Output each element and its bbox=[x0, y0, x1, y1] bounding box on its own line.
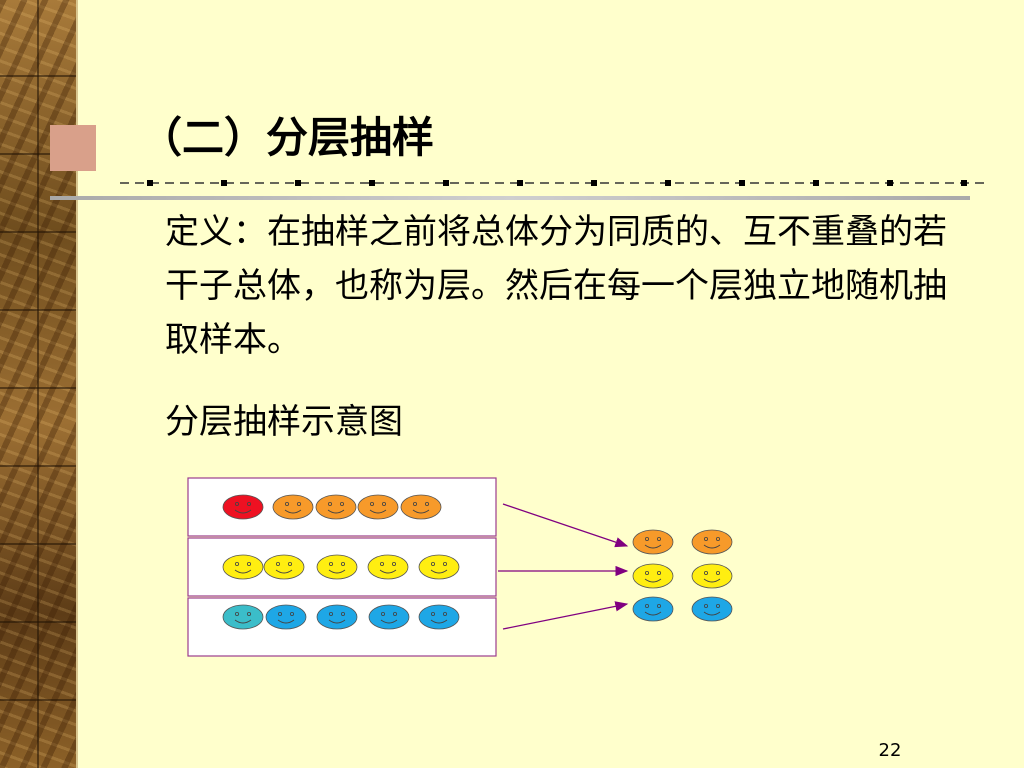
smiley-face-icon bbox=[357, 494, 399, 520]
divider-dot bbox=[295, 180, 301, 186]
title-bullet-square bbox=[50, 125, 96, 171]
strip-grid-line bbox=[37, 0, 39, 768]
divider-dot bbox=[221, 180, 227, 186]
smiley-face-icon bbox=[418, 554, 460, 580]
strip-grid-line bbox=[0, 75, 76, 77]
smiley-face-icon bbox=[400, 494, 442, 520]
divider-dot bbox=[887, 180, 893, 186]
smiley-face-icon bbox=[316, 604, 358, 630]
smiley-face-icon bbox=[222, 554, 264, 580]
smiley-face-icon bbox=[265, 604, 307, 630]
smiley-face-icon bbox=[263, 554, 305, 580]
smiley-face-icon bbox=[418, 604, 460, 630]
smiley-face-icon bbox=[222, 604, 264, 630]
smiley-face-icon bbox=[316, 554, 358, 580]
divider-dot bbox=[443, 180, 449, 186]
smiley-face-icon bbox=[691, 596, 733, 622]
smiley-face-icon bbox=[368, 604, 410, 630]
divider-dot bbox=[813, 180, 819, 186]
divider-dot bbox=[665, 180, 671, 186]
smiley-face-icon bbox=[367, 554, 409, 580]
strip-grid-line bbox=[0, 621, 76, 623]
divider-dot bbox=[739, 180, 745, 186]
definition-text: 定义：在抽样之前将总体分为同质的、互不重叠的若干子总体，也称为层。然后在每一个层… bbox=[165, 212, 947, 360]
divider-dot bbox=[369, 180, 375, 186]
sampling-arrow bbox=[502, 503, 629, 548]
smiley-face-icon bbox=[632, 596, 674, 622]
strip-grid-line bbox=[0, 699, 76, 701]
smiley-face-icon bbox=[315, 494, 357, 520]
divider-rule bbox=[50, 196, 970, 200]
smiley-face-icon bbox=[632, 529, 674, 555]
strip-grid-line bbox=[0, 309, 76, 311]
slide-title: （二）分层抽样 bbox=[140, 113, 435, 162]
sampling-arrow bbox=[502, 601, 629, 630]
diagram-caption: 分层抽样示意图 bbox=[165, 402, 403, 442]
strip-grid-line bbox=[0, 465, 76, 467]
dashed-divider bbox=[120, 180, 990, 186]
divider-dot bbox=[961, 180, 967, 186]
strip-edge-line bbox=[76, 0, 78, 768]
smiley-face-icon bbox=[632, 563, 674, 589]
strip-grid-line bbox=[0, 153, 76, 155]
strip-grid-line bbox=[0, 231, 76, 233]
divider-dot bbox=[517, 180, 523, 186]
strip-grid-line bbox=[0, 387, 76, 389]
page-number: 22 bbox=[878, 740, 902, 761]
strip-grid-line bbox=[0, 543, 76, 545]
smiley-face-icon bbox=[272, 494, 314, 520]
smiley-face-icon bbox=[222, 494, 264, 520]
smiley-face-icon bbox=[691, 529, 733, 555]
smiley-face-icon bbox=[691, 563, 733, 589]
divider-dot bbox=[147, 180, 153, 186]
divider-dot bbox=[591, 180, 597, 186]
